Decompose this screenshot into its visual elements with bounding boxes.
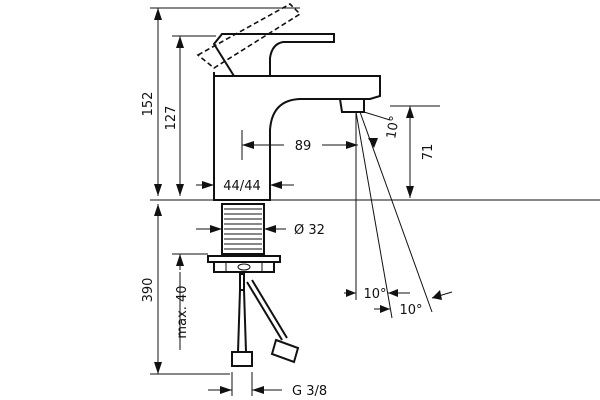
threaded-tube	[221, 203, 265, 255]
mounting-nut	[207, 255, 281, 273]
dim-127-label: 127	[164, 106, 179, 131]
dim-390-label: 390	[141, 278, 156, 303]
dim-max-40: max. 40	[172, 253, 208, 350]
dim-diameter: Ø 32	[196, 223, 325, 238]
spout	[213, 72, 381, 201]
dim-max-40-label: max. 40	[175, 285, 190, 338]
stream-angles: 10°	[355, 111, 433, 319]
dim-152: 152	[141, 7, 300, 196]
dim-44-44-label: 44/44	[223, 179, 260, 194]
dim-89-label: 89	[295, 139, 312, 154]
lever-handle	[212, 33, 335, 77]
dim-71: 71	[390, 105, 440, 198]
dim-thread: G 3/8	[208, 372, 327, 399]
dim-152-label: 152	[141, 92, 156, 117]
angle-low-label: 10°	[399, 303, 422, 318]
aerator	[338, 98, 365, 113]
supply-hoses	[231, 273, 300, 367]
lever-handle-open-position	[196, 3, 302, 69]
angle-lower: 10° 10°	[344, 287, 453, 318]
dim-thread-label: G 3/8	[292, 384, 327, 399]
faucet-body	[196, 3, 381, 201]
angle-mid-label: 10°	[363, 287, 386, 302]
dim-diameter-label: Ø 32	[294, 223, 325, 238]
dim-71-label: 71	[421, 144, 436, 161]
dim-127: 127	[164, 35, 216, 196]
dim-390: 390	[141, 204, 230, 375]
dim-44-44: 44/44	[196, 179, 294, 194]
dim-89: 89	[241, 130, 358, 160]
angle-top-label: 10°	[384, 115, 403, 140]
